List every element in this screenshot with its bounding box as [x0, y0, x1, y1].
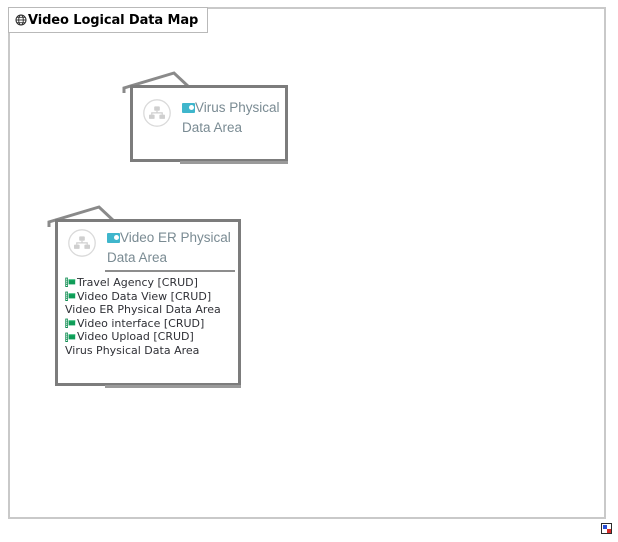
list-item[interactable]: Video Upload [CRUD] — [65, 330, 237, 344]
hierarchy-icon — [67, 228, 97, 258]
node-shadow — [105, 385, 241, 388]
component-icon — [65, 332, 76, 343]
node-shadow — [180, 161, 288, 164]
node-title-wrap: Virus Physical Data Area — [182, 97, 282, 137]
list-item-label: Video interface [CRUD] — [77, 316, 205, 330]
list-item[interactable]: Travel Agency [CRUD] — [65, 276, 237, 290]
hierarchy-icon — [142, 98, 172, 128]
node-title: Video ER Physical Data Area — [107, 230, 231, 265]
tab-label: Video Logical Data Map — [28, 12, 199, 28]
tab-bar: Video Logical Data Map — [8, 7, 209, 33]
component-icon — [65, 277, 76, 288]
tab-video-logical-data-map[interactable]: Video Logical Data Map — [8, 7, 209, 33]
node-header-virus: Virus Physical Data Area — [142, 97, 282, 137]
node-item-list: Travel Agency [CRUD] — [65, 276, 237, 358]
list-item-label: Video Upload [CRUD] — [77, 330, 194, 344]
node-separator — [105, 270, 235, 272]
node-header-video-er: Video ER Physical Data Area — [67, 227, 237, 267]
resize-handle-quadrant-secondary — [606, 528, 611, 533]
diagram-node-video-er[interactable]: Video ER Physical Data Area — [47, 205, 247, 389]
data-area-chip-icon — [182, 103, 195, 113]
data-area-chip-icon — [107, 233, 120, 243]
component-icon — [65, 318, 76, 329]
component-icon — [65, 291, 76, 302]
list-item[interactable]: Video interface [CRUD] — [65, 317, 237, 331]
list-item[interactable]: Video ER Physical Data Area — [65, 303, 237, 317]
resize-handle[interactable] — [601, 523, 612, 534]
list-item[interactable]: Virus Physical Data Area — [65, 344, 237, 358]
list-item-label: Virus Physical Data Area — [65, 343, 200, 357]
resize-handle-quadrant-primary — [602, 524, 607, 529]
diagram-node-virus[interactable]: Virus Physical Data Area — [122, 71, 294, 164]
list-item-label: Video Data View [CRUD] — [77, 289, 212, 303]
list-item[interactable]: Video Data View [CRUD] — [65, 290, 237, 304]
list-item-label: Travel Agency [CRUD] — [77, 276, 198, 289]
list-item-label: Video ER Physical Data Area — [65, 303, 221, 317]
node-title: Virus Physical Data Area — [182, 100, 280, 135]
node-body-virus[interactable] — [130, 85, 288, 162]
diagram-canvas[interactable]: Virus Physical Data Area — [8, 7, 606, 519]
globe-icon — [15, 14, 27, 26]
node-title-wrap: Video ER Physical Data Area — [107, 227, 237, 267]
